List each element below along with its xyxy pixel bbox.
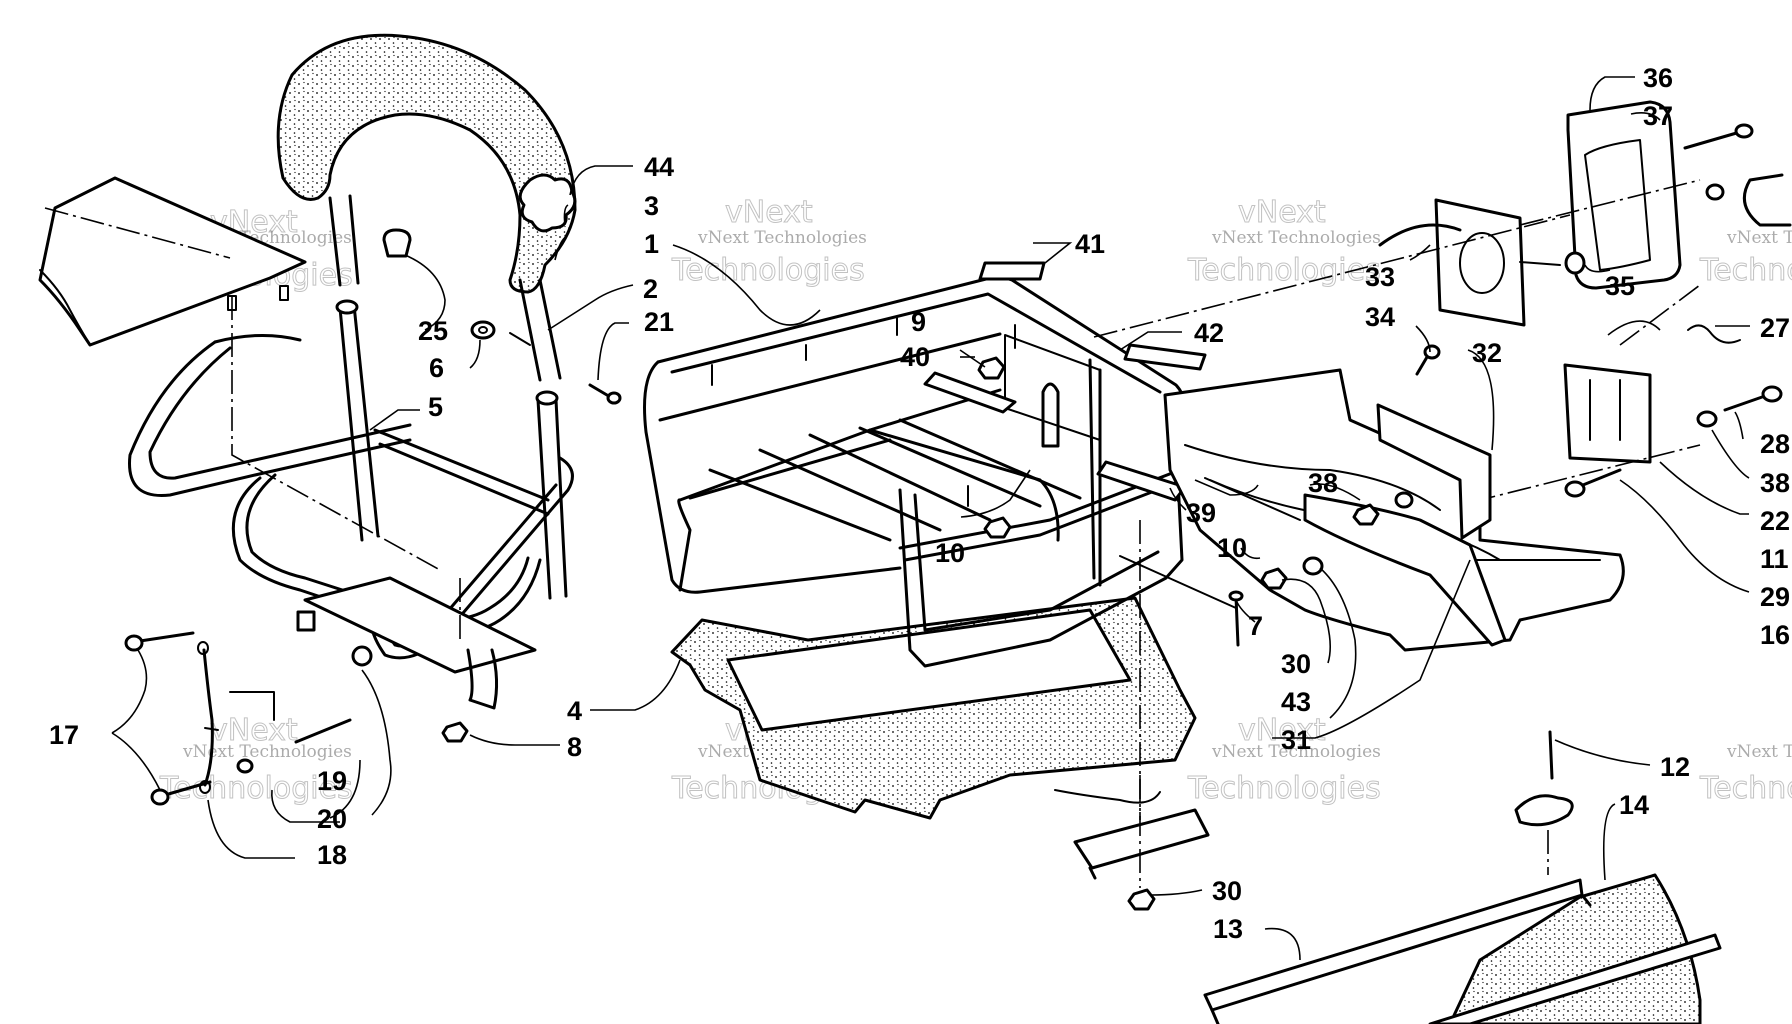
callout-39: 39: [1186, 498, 1216, 528]
watermark-company: vNext Technologies: [1726, 742, 1792, 762]
watermark-word: Technologies: [1187, 253, 1381, 288]
watermark-word: Technologies: [1699, 253, 1792, 288]
watermark-word: Technologies: [1699, 771, 1792, 806]
callout-29: 29: [1760, 582, 1790, 612]
callout-1: 1: [644, 229, 659, 259]
callout-5: 5: [428, 392, 443, 422]
callout-labels: 1 2 3 4 5 6 7 8 9 10 10 11 12 13 14 16 1…: [49, 63, 1790, 944]
left-hardware-group: [124, 228, 622, 806]
callout-7: 7: [1248, 611, 1263, 641]
callout-33: 33: [1365, 262, 1395, 292]
callout-27: 27: [1760, 313, 1790, 343]
seat-panel-part: [38, 176, 441, 571]
callout-42: 42: [1194, 318, 1224, 348]
watermark-company: vNext Technologies: [182, 742, 352, 762]
backrest-cushion-part: [276, 33, 577, 382]
callout-38b: 38: [1760, 468, 1790, 498]
callout-12: 12: [1660, 752, 1690, 782]
seat-frame-part: [128, 299, 574, 710]
watermark-company: vNext Technologies: [697, 228, 867, 248]
callout-32: 32: [1472, 338, 1502, 368]
callout-38a: 38: [1308, 468, 1338, 498]
watermark-brand: vNext: [1238, 713, 1326, 748]
callout-16: 16: [1760, 620, 1790, 650]
leader-lines: [111, 76, 1750, 961]
taillight-assembly-part: [1093, 100, 1792, 521]
running-board-part: [1203, 730, 1722, 1024]
callout-3: 3: [644, 191, 659, 221]
callout-13: 13: [1213, 914, 1243, 944]
callout-21: 21: [644, 307, 674, 337]
callout-37: 37: [1643, 101, 1673, 131]
watermark-company: vNext Technologies: [1726, 228, 1792, 248]
callout-44: 44: [644, 152, 674, 182]
watermark-brand: vNext: [1238, 195, 1326, 230]
callout-10b: 10: [1217, 533, 1247, 563]
callout-9: 9: [911, 307, 926, 337]
watermark-brand: vNext: [210, 713, 298, 748]
lower-bracket-part: [1054, 775, 1210, 911]
callout-8: 8: [567, 732, 582, 762]
callout-30a: 30: [1281, 649, 1311, 679]
callout-17: 17: [49, 720, 79, 750]
callout-18: 18: [317, 840, 347, 870]
watermark-brand: vNext: [725, 195, 813, 230]
rear-bumper-part: [1163, 344, 1625, 652]
callout-4: 4: [567, 696, 582, 726]
callout-6: 6: [429, 353, 444, 383]
rear-rack-part: [643, 261, 1244, 820]
callout-25: 25: [418, 316, 448, 346]
callout-14: 14: [1619, 790, 1649, 820]
watermark-company: vNext Technologies: [1211, 228, 1381, 248]
callout-43: 43: [1281, 687, 1311, 717]
watermark-company: vNext Technologies: [1211, 742, 1381, 762]
callout-30b: 30: [1212, 876, 1242, 906]
watermark-word: Technologies: [671, 253, 865, 288]
callout-22: 22: [1760, 506, 1790, 536]
callout-20: 20: [317, 804, 347, 834]
callout-2: 2: [643, 274, 658, 304]
callout-34: 34: [1365, 302, 1395, 332]
callout-19: 19: [317, 766, 347, 796]
callout-10a: 10: [935, 538, 965, 568]
watermark-word: Technologies: [1187, 771, 1381, 806]
callout-35: 35: [1605, 271, 1635, 301]
callout-41: 41: [1075, 229, 1105, 259]
callout-31: 31: [1281, 725, 1311, 755]
callout-40: 40: [900, 342, 930, 372]
callout-11: 11: [1760, 544, 1789, 574]
callout-36: 36: [1643, 63, 1673, 93]
callout-28: 28: [1760, 429, 1790, 459]
